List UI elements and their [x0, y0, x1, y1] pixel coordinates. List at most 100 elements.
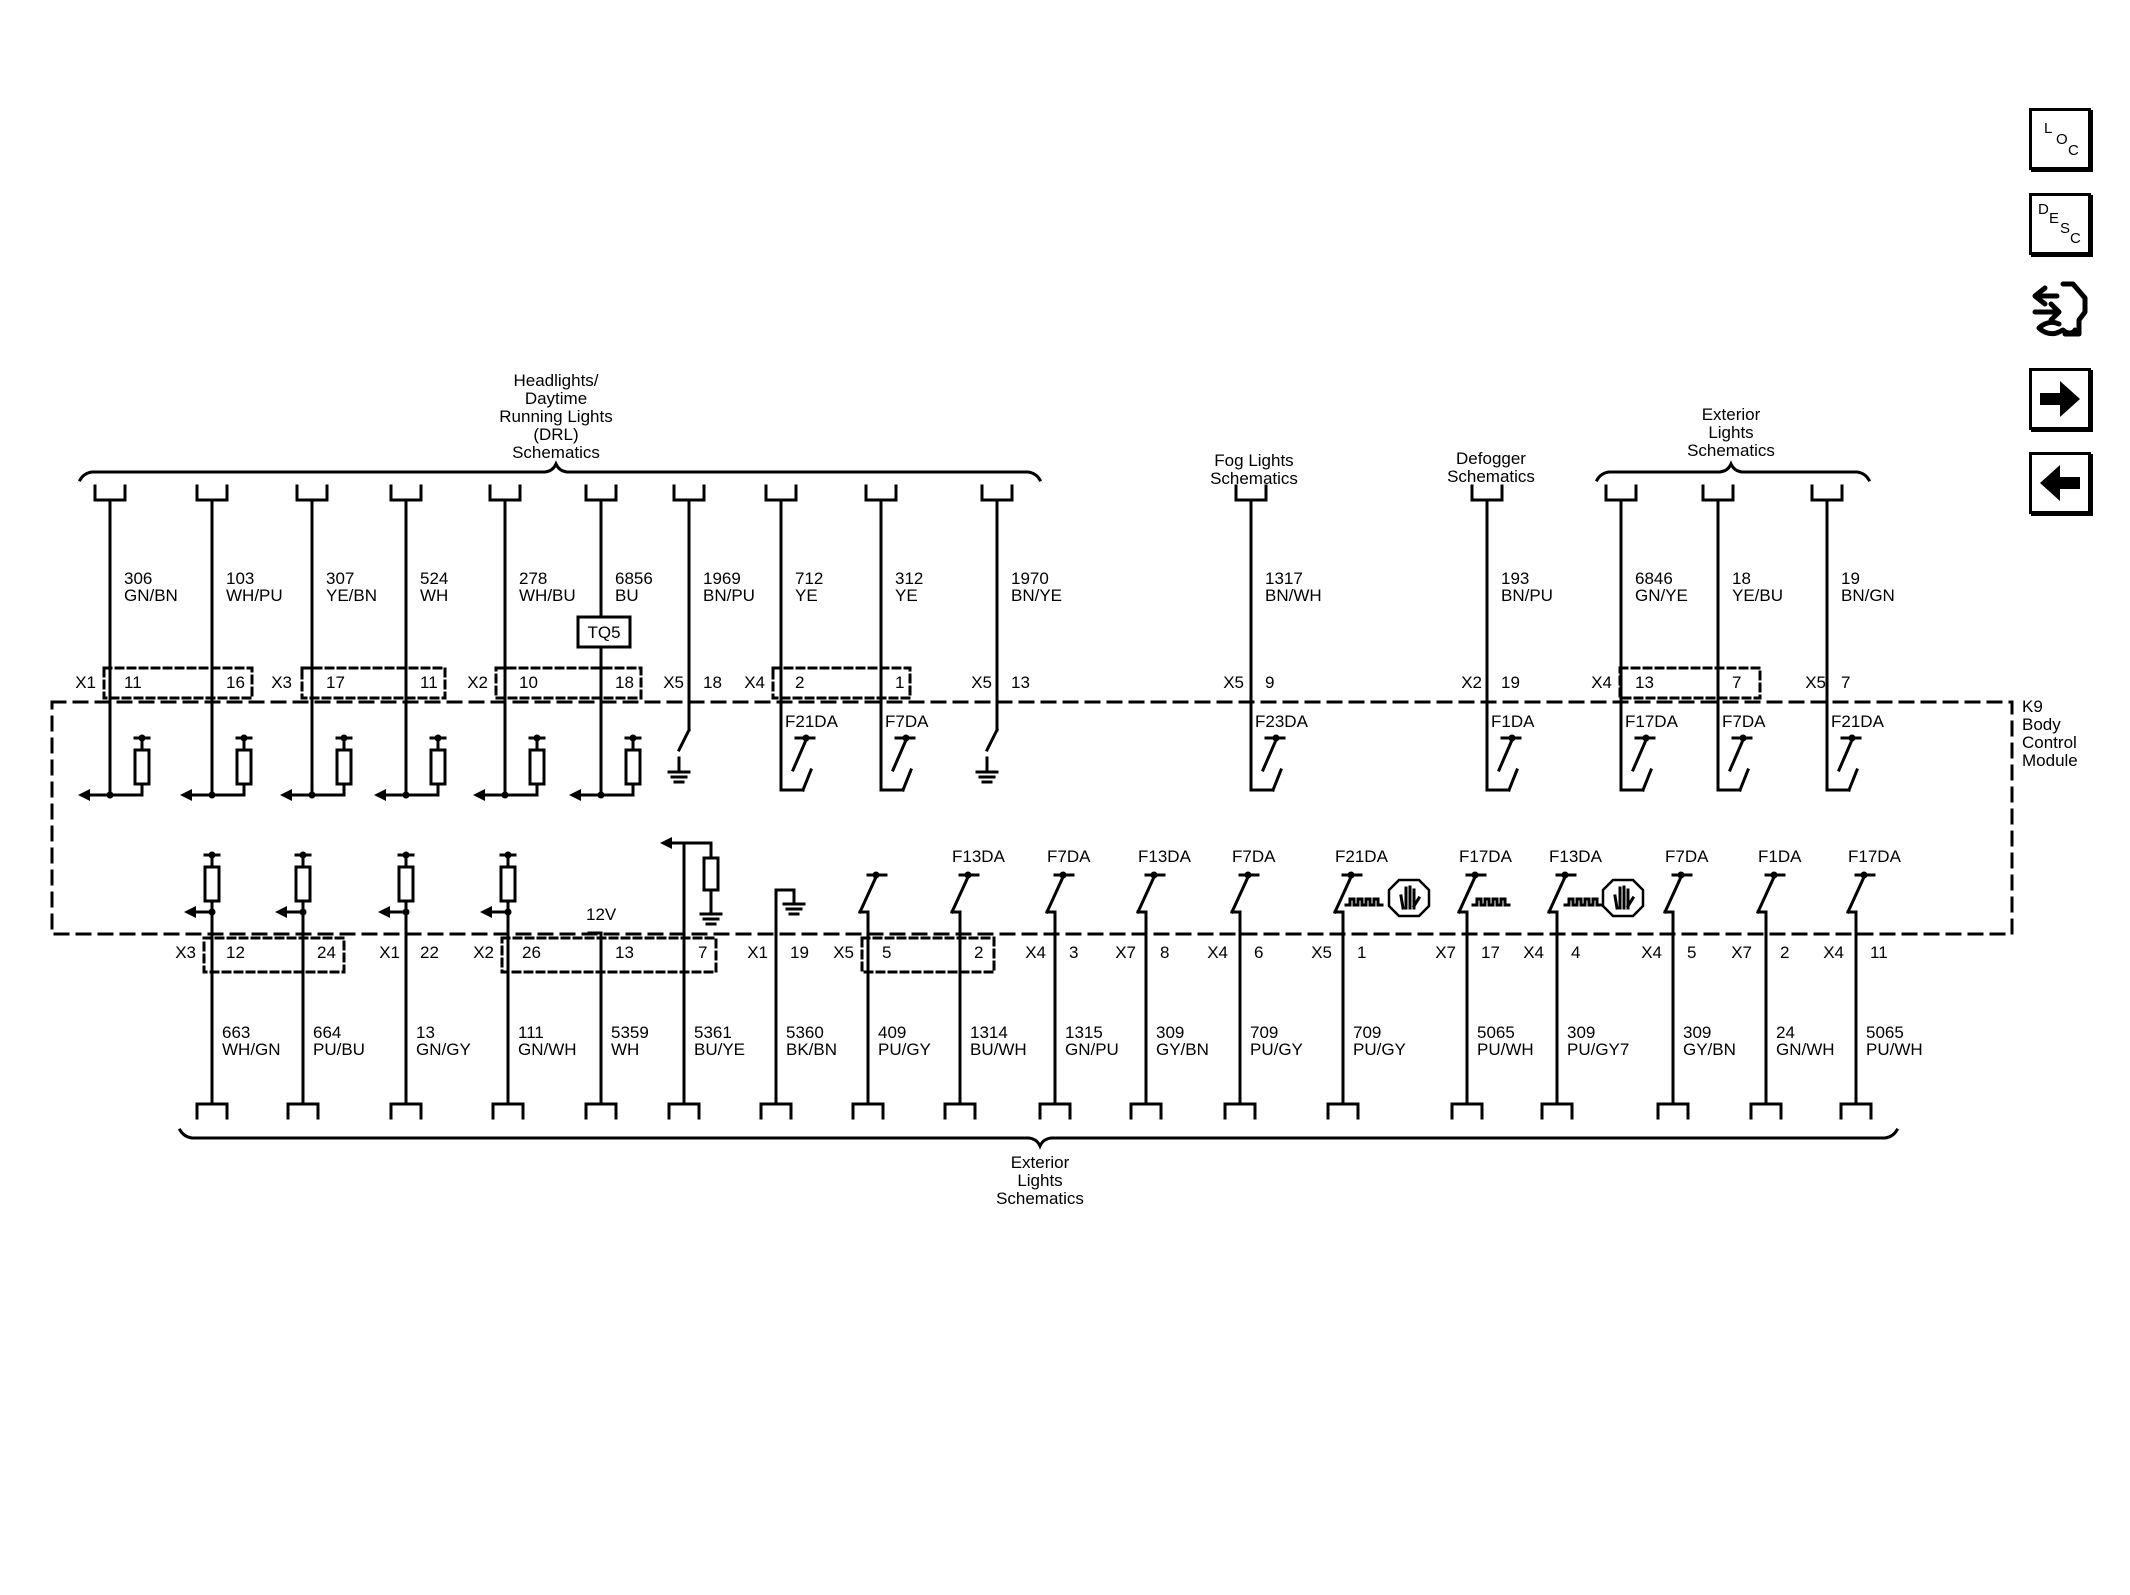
switch-blade	[1631, 738, 1648, 772]
module-label-line: Module	[2022, 751, 2078, 770]
stop-hand-icon	[1601, 878, 1645, 918]
wire-circuit-number: 1970	[1011, 569, 1049, 588]
connector-pin: 13	[1635, 673, 1654, 692]
wire-color-code: PU/GY	[1250, 1040, 1303, 1059]
junction-dot	[1677, 871, 1685, 879]
fuse-label: F7DA	[1232, 847, 1276, 866]
desc-letter: E	[2049, 210, 2059, 227]
junction-dot	[1272, 734, 1280, 742]
resistor	[397, 865, 415, 903]
resistor	[294, 865, 312, 903]
resistor	[528, 748, 546, 786]
terminal-connector	[295, 484, 329, 502]
connector-id: X7	[1115, 943, 1136, 962]
terminal-connector	[389, 484, 423, 502]
group-label-line: Schematics	[512, 443, 600, 462]
loc-icon: L O C	[2044, 120, 2079, 159]
terminal-connector	[672, 484, 706, 502]
resistor	[499, 865, 517, 903]
wire	[801, 768, 813, 792]
tq5-component: TQ5	[576, 615, 632, 649]
loc-button[interactable]: L O C	[2029, 108, 2091, 170]
next-button[interactable]	[2029, 368, 2091, 430]
fuse-label: F13DA	[952, 847, 1006, 866]
connector-pin: 2	[1780, 943, 1789, 962]
resistor	[624, 748, 642, 786]
terminal-connector	[584, 1102, 618, 1120]
wire	[1507, 768, 1519, 792]
wire-color-code: BN/YE	[1011, 586, 1062, 605]
switch-blade	[791, 738, 808, 772]
connector-id: X7	[1731, 943, 1752, 962]
connector-id: X4	[1641, 943, 1662, 962]
wire-circuit-number: 5360	[786, 1023, 824, 1042]
junction-dot	[1642, 734, 1650, 742]
conn-box-x2-bottom	[500, 936, 718, 974]
switch-blade	[1457, 875, 1477, 914]
terminal-connector	[1326, 1102, 1360, 1120]
connector-pin: 4	[1571, 943, 1580, 962]
fuse-label: F23DA	[1255, 712, 1309, 731]
junction-dot	[1860, 871, 1868, 879]
wire-color-code: GN/WH	[1776, 1040, 1835, 1059]
wire-circuit-number: 312	[895, 569, 923, 588]
wire-circuit-number: 13	[416, 1023, 435, 1042]
next-arrow-icon	[2040, 381, 2080, 417]
icon-shape	[2032, 281, 2088, 337]
tq5-label: TQ5	[587, 623, 620, 642]
top-bracket-headlights	[77, 460, 1043, 483]
group-label-line: Lights	[1708, 423, 1753, 442]
conn-box-x1-top	[102, 666, 254, 700]
junction-dot	[1059, 871, 1067, 879]
switch-blade	[1045, 875, 1065, 914]
arrow-head	[275, 906, 287, 918]
fuse-label: F17DA	[1848, 847, 1902, 866]
wire-color-code: WH/PU	[226, 586, 283, 605]
connector-repair-icon	[2032, 281, 2088, 337]
connector-pin: 19	[790, 943, 809, 962]
resistor	[335, 748, 353, 786]
junction-dot	[872, 871, 880, 879]
wire-circuit-number: 5361	[694, 1023, 732, 1042]
switch-blade	[1230, 875, 1250, 914]
wire-color-code: WH	[420, 586, 448, 605]
connector-repair-button[interactable]	[2029, 274, 2091, 346]
terminal-connector	[1129, 1102, 1163, 1120]
conn-box-x3-top	[300, 666, 447, 700]
connector-pin: 11	[1870, 943, 1888, 962]
wire-circuit-number: 103	[226, 569, 254, 588]
junction-dot	[1770, 871, 1778, 879]
wire-color-code: PU/WH	[1477, 1040, 1534, 1059]
previous-button[interactable]	[2029, 452, 2091, 514]
connector-id: X7	[1435, 943, 1456, 962]
connector-id: X5	[833, 943, 854, 962]
fuse-label: F1DA	[1758, 847, 1802, 866]
top-bracket-exterior	[1594, 460, 1872, 483]
connector-id: X4	[1523, 943, 1544, 962]
fuse-label: F7DA	[1722, 712, 1766, 731]
wire-circuit-number: 1314	[970, 1023, 1008, 1042]
connector-id: X5	[1805, 673, 1826, 692]
junction-dot	[802, 734, 810, 742]
wire-color-code: BN/PU	[703, 586, 755, 605]
wire-circuit-number: 663	[222, 1023, 250, 1042]
wire-circuit-number: 712	[795, 569, 823, 588]
arrow-head	[473, 789, 485, 801]
wire-color-code: GY/BN	[1683, 1040, 1736, 1059]
wire-color-code: PU/GY	[878, 1040, 931, 1059]
terminal-connector	[980, 484, 1014, 502]
fuse-label: F21DA	[785, 712, 839, 731]
switch-blade	[1261, 738, 1278, 772]
switch-blade	[1497, 738, 1514, 772]
connector-ids-bottom: X3 X1 X2 X1 X5 X4 X7 X4 X5 X7 X4 X4 X7 X…	[175, 943, 1844, 962]
wire-color-code: GY/BN	[1156, 1040, 1209, 1059]
terminal-connector	[1701, 484, 1735, 502]
group-label-line: Lights	[1017, 1171, 1062, 1190]
pwm-signal	[1471, 897, 1511, 907]
switch-blade	[1846, 875, 1866, 914]
wire-circuit-number: 5359	[611, 1023, 649, 1042]
wire-circuit-number: 1317	[1265, 569, 1303, 588]
terminal-connector	[1038, 1102, 1072, 1120]
desc-button[interactable]: D E S C	[2029, 193, 2091, 255]
